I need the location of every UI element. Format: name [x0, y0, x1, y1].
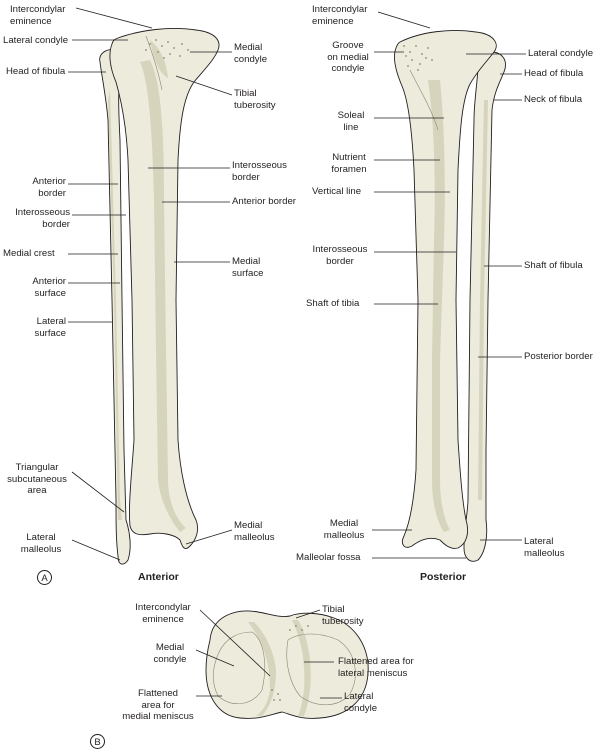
label-posterior-medial-malleolus: Medial malleolus: [323, 518, 365, 541]
label-anterior-lateral-surface: Lateral surface: [34, 316, 66, 339]
label-posterior-shaft-of-fibula: Shaft of fibula: [524, 260, 583, 271]
label-posterior-soleal-line: Soleal line: [337, 110, 365, 133]
label-posterior-head-of-fibula: Head of fibula: [524, 68, 584, 79]
label-anterior-medial-surface: Medial surface: [232, 256, 264, 279]
label-anterior-head-of-fibula: Head of fibula: [6, 66, 66, 77]
label-anterior-interosseous-border-tibia: Interosseous border: [232, 160, 287, 183]
label-anterior-intercondylar-eminence: Intercondylar eminence: [10, 4, 66, 27]
label-posterior-groove-on-medial-condyle: Groove on medial condyle: [327, 40, 369, 74]
label-anterior-medial-crest: Medial crest: [3, 248, 55, 259]
posterior-view-title: Posterior: [420, 571, 467, 583]
label-posterior-intercondylar-eminence: Intercondylar eminence: [312, 4, 368, 27]
label-anterior-triangular-subcutaneous-area: Triangular subcutaneous area: [7, 462, 67, 496]
posterior-leader-lines: [372, 11, 526, 559]
label-anterior-medial-condyle: Medial condyle: [234, 42, 268, 65]
label-anterior-anterior-surface: Anterior surface: [32, 276, 66, 299]
label-anterior-interosseous-border-fibula: Interosseous border: [15, 207, 70, 230]
posterior-view-bones: [393, 30, 506, 562]
label-anterior-tibial-tuberosity: Tibial tuberosity: [234, 88, 276, 111]
plateau-leader-lines: [195, 609, 342, 699]
label-posterior-malleolar-fossa: Malleolar fossa: [296, 552, 361, 563]
panel-a-badge: A: [37, 570, 52, 585]
panel-b-badge: B: [90, 734, 105, 749]
label-plateau-intercondylar-eminence: Intercondylar eminence: [135, 602, 191, 625]
anterior-view-bones: [99, 28, 220, 565]
label-anterior-anterior-border-tibia: Anterior border: [232, 196, 296, 207]
label-plateau-lateral-condyle: Lateral condyle: [344, 691, 378, 714]
label-anterior-lateral-malleolus: Lateral malleolus: [20, 532, 62, 555]
label-posterior-lateral-malleolus: Lateral malleolus: [524, 536, 565, 559]
label-posterior-posterior-border: Posterior border: [524, 351, 593, 362]
label-posterior-shaft-of-tibia: Shaft of tibia: [306, 298, 360, 309]
label-plateau-medial-condyle: Medial condyle: [153, 642, 187, 665]
label-anterior-lateral-condyle: Lateral condyle: [3, 35, 69, 46]
label-anterior-medial-malleolus: Medial malleolus: [234, 520, 275, 543]
anterior-leader-lines: [68, 7, 233, 561]
label-plateau-tibial-tuberosity: Tibial tuberosity: [322, 604, 364, 627]
tibial-plateau: [205, 610, 369, 719]
label-posterior-vertical-line: Vertical line: [312, 186, 362, 197]
label-anterior-anterior-border-fibula: Anterior border: [32, 176, 66, 199]
label-posterior-neck-of-fibula: Neck of fibula: [524, 94, 583, 105]
label-plateau-flattened-lateral: Flattened area for lateral meniscus: [338, 656, 414, 679]
anterior-view-title: Anterior: [138, 571, 179, 583]
label-posterior-lateral-condyle: Lateral condyle: [528, 48, 594, 59]
label-plateau-flattened-medial: Flattened area for medial meniscus: [122, 688, 194, 722]
label-posterior-nutrient-foramen: Nutrient foramen: [331, 152, 367, 175]
tibial-plateau-view: [205, 610, 369, 719]
label-posterior-interosseous-border: Interosseous border: [312, 244, 368, 267]
